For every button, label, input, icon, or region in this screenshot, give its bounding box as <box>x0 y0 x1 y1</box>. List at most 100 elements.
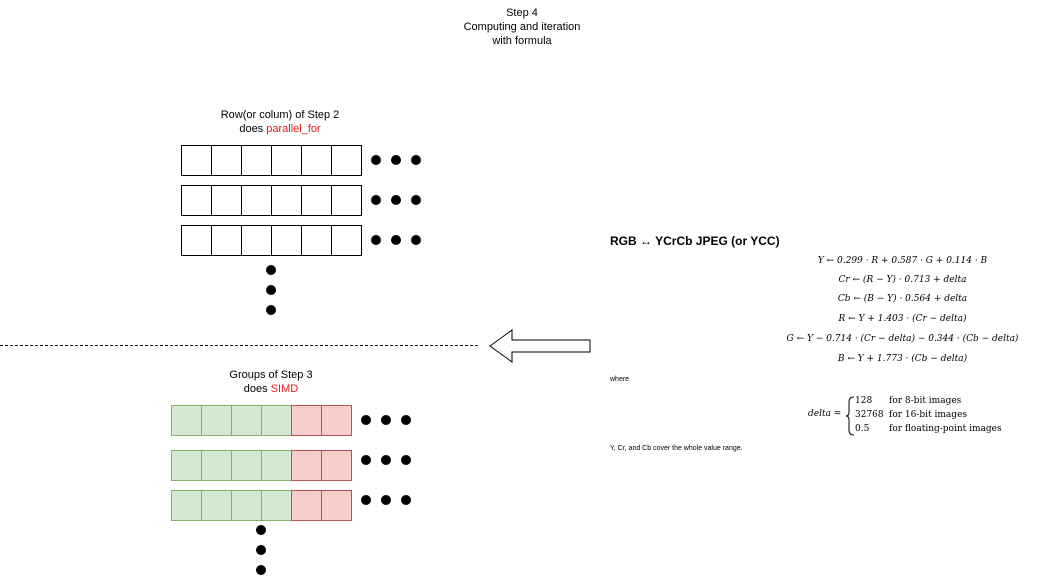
formula-where: where <box>610 376 630 383</box>
ellipsis-dot <box>381 415 391 425</box>
simd-cell <box>261 490 292 521</box>
cell <box>331 145 362 176</box>
formula-line: R ← Y + 1.403 · (Cr − delta) <box>838 314 967 324</box>
simd-cell <box>231 405 262 436</box>
cell <box>181 145 212 176</box>
formula-line: Y ← 0.299 · R + 0.587 · G + 0.114 · B <box>817 256 988 266</box>
delta-case-value: 32768 <box>855 410 884 420</box>
cell <box>211 225 242 256</box>
remainder-cell <box>321 450 352 481</box>
cell <box>331 225 362 256</box>
delta-case: 128 for 8-bit images <box>855 396 1002 410</box>
cell <box>301 225 332 256</box>
step3-row-2 <box>171 450 352 481</box>
simd-cell <box>171 490 202 521</box>
ellipsis-dot <box>411 235 421 245</box>
separator-line <box>0 345 478 346</box>
step2-row-2 <box>181 185 362 216</box>
remainder-cell <box>321 405 352 436</box>
cell <box>181 185 212 216</box>
cell <box>241 185 272 216</box>
simd-cell <box>261 450 292 481</box>
brace-icon <box>845 396 855 436</box>
simd-cell <box>231 490 262 521</box>
delta-label: delta = <box>808 409 842 419</box>
formula-line: B ← Y + 1.773 · (Cb − delta) <box>837 354 968 364</box>
step3-row-3 <box>171 490 352 521</box>
delta-case: 0.5 for floating-point images <box>855 424 1002 438</box>
remainder-cell <box>291 405 322 436</box>
remainder-cell <box>321 490 352 521</box>
step2-line1: Row(or colum) of Step 2 <box>220 109 340 121</box>
cell <box>211 185 242 216</box>
ellipsis-dot <box>256 525 266 535</box>
delta-cases: 128 for 8-bit images 32768 for 16-bit im… <box>855 396 1002 438</box>
ellipsis-dot <box>256 565 266 575</box>
ellipsis-dot <box>266 265 276 275</box>
cell <box>301 185 332 216</box>
cell <box>271 225 302 256</box>
ellipsis-dot <box>391 235 401 245</box>
ellipsis-dot <box>371 155 381 165</box>
delta-case: 32768 for 16-bit images <box>855 410 1002 424</box>
step2-row-3 <box>181 225 362 256</box>
step3-highlight: SIMD <box>270 383 299 395</box>
ellipsis-dot <box>381 455 391 465</box>
left-arrow-icon <box>489 329 591 363</box>
cell <box>331 185 362 216</box>
cell <box>271 185 302 216</box>
step4-line3: with formula <box>492 35 552 47</box>
remainder-cell <box>291 490 322 521</box>
ellipsis-dot <box>401 455 411 465</box>
ellipsis-dot <box>371 235 381 245</box>
ellipsis-dot <box>256 545 266 555</box>
cell <box>241 145 272 176</box>
step4-line2: Computing and iteration <box>463 21 581 33</box>
formula-title: RGB ↔ YCrCb JPEG (or YCC) <box>610 234 780 248</box>
simd-cell <box>231 450 262 481</box>
simd-cell <box>201 450 232 481</box>
delta-case-desc: for floating-point images <box>889 424 1002 434</box>
delta-case-value: 0.5 <box>855 424 870 434</box>
cell <box>241 225 272 256</box>
step4-label: Step 4 Computing and iteration with form… <box>442 6 602 48</box>
formula-equations: Y ← 0.299 · R + 0.587 · G + 0.114 · B Cr… <box>780 256 1025 374</box>
ellipsis-dot <box>371 195 381 205</box>
step4-line1: Step 4 <box>506 7 538 19</box>
formula-line: G ← Y − 0.714 · (Cr − delta) − 0.344 · (… <box>786 334 1019 344</box>
cell <box>211 145 242 176</box>
step2-highlight: parallel_for <box>266 123 321 135</box>
ellipsis-dot <box>361 495 371 505</box>
ellipsis-dot <box>411 155 421 165</box>
ellipsis-dot <box>391 155 401 165</box>
formula-line: Cb ← (B − Y) · 0.564 + delta <box>837 294 968 304</box>
ellipsis-dot <box>391 195 401 205</box>
step3-label: Groups of Step 3 does SIMD <box>181 368 361 396</box>
simd-cell <box>201 405 232 436</box>
simd-cell <box>261 405 292 436</box>
step3-prefix: does <box>243 383 271 395</box>
delta-case-desc: for 8-bit images <box>889 396 962 406</box>
step3-line1: Groups of Step 3 <box>229 369 313 381</box>
delta-case-value: 128 <box>855 396 873 406</box>
ellipsis-dot <box>411 195 421 205</box>
ellipsis-dot <box>266 285 276 295</box>
step2-row-1 <box>181 145 362 176</box>
step3-row-1 <box>171 405 352 436</box>
formula-line: Cr ← (R − Y) · 0.713 + delta <box>838 275 967 285</box>
formula-note: Y, Cr, and Cb cover the whole value rang… <box>610 445 743 452</box>
ellipsis-dot <box>381 495 391 505</box>
ellipsis-dot <box>266 305 276 315</box>
ellipsis-dot <box>401 415 411 425</box>
step2-label: Row(or colum) of Step 2 does parallel_fo… <box>190 108 370 136</box>
cell <box>301 145 332 176</box>
remainder-cell <box>291 450 322 481</box>
simd-cell <box>171 405 202 436</box>
step3-line2: does SIMD <box>181 382 361 396</box>
step2-line2: does parallel_for <box>190 122 370 136</box>
cell <box>271 145 302 176</box>
step2-prefix: does <box>239 123 267 135</box>
ellipsis-dot <box>361 415 371 425</box>
simd-cell <box>171 450 202 481</box>
simd-cell <box>201 490 232 521</box>
